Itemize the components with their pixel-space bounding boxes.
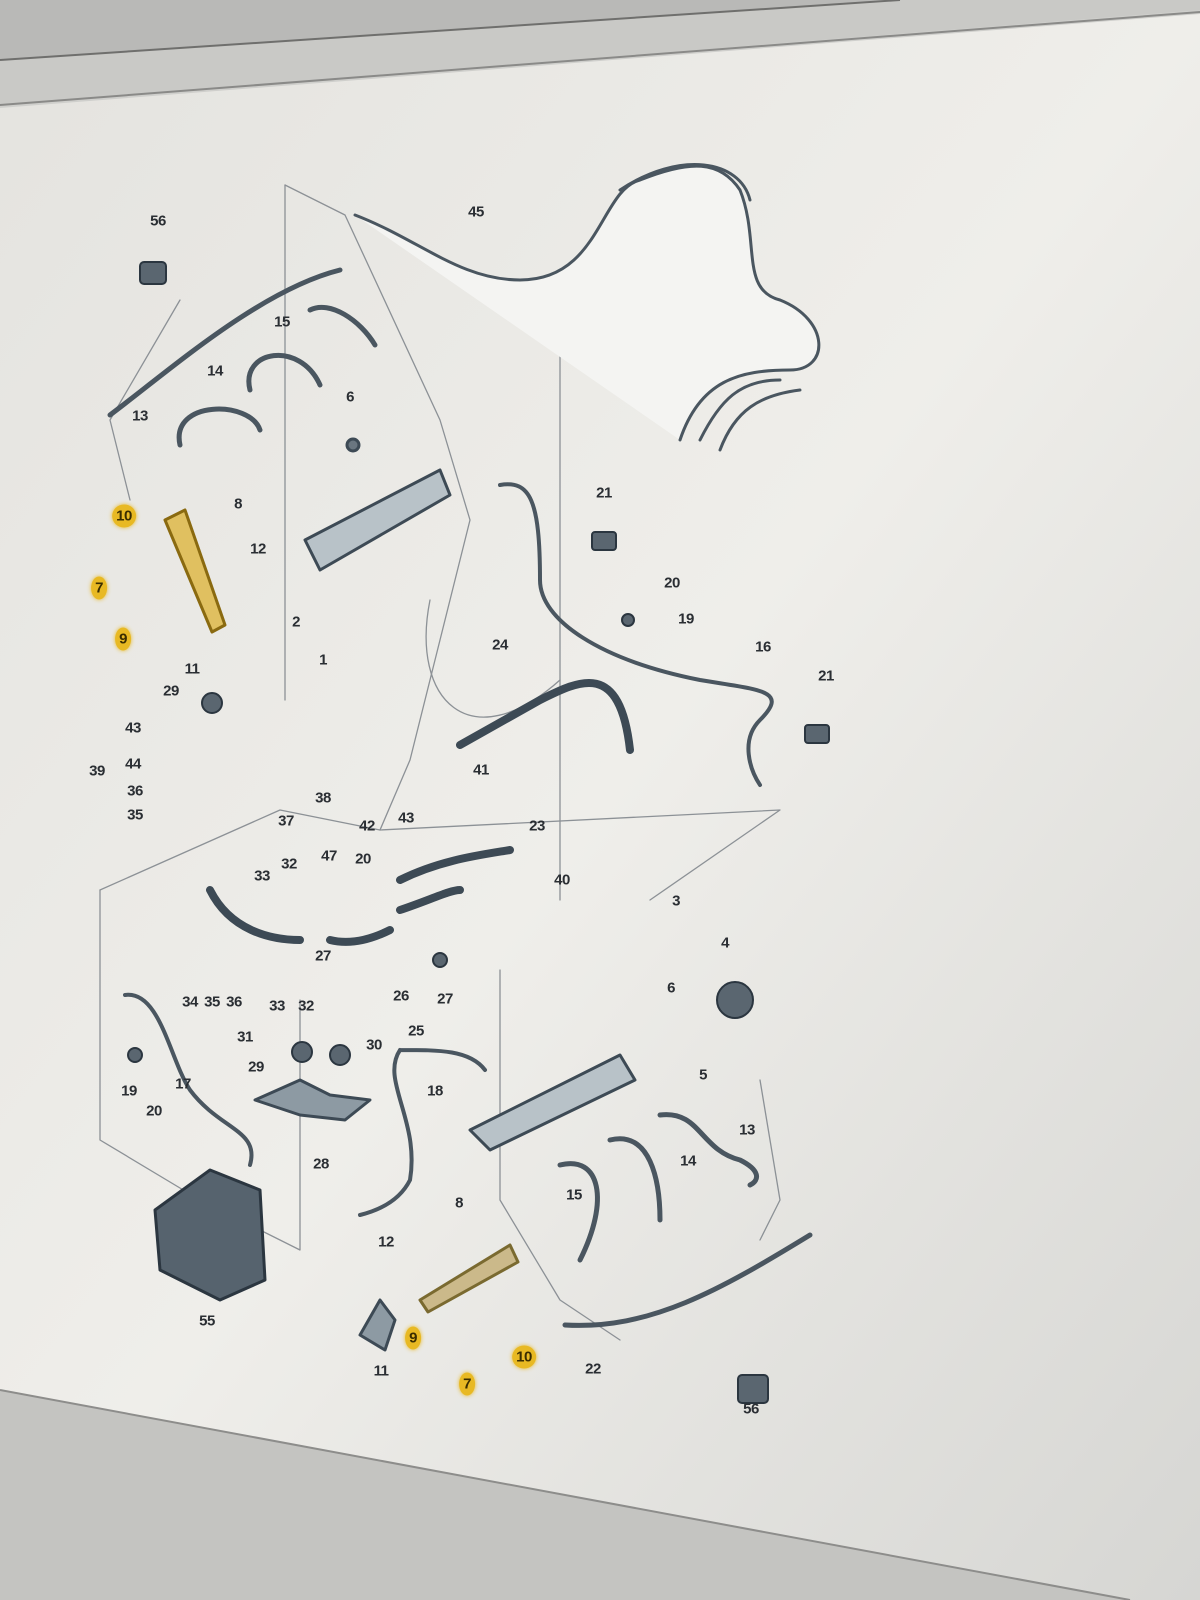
- callout-15: 15: [566, 1186, 582, 1204]
- callout-45: 45: [468, 203, 484, 221]
- callout-14: 14: [207, 362, 223, 380]
- fuel-hose-45: [353, 163, 821, 452]
- callout-33: 33: [269, 997, 285, 1015]
- callout-42: 42: [359, 817, 375, 835]
- callout-24: 24: [492, 636, 508, 654]
- callout-20: 20: [664, 574, 680, 592]
- callout-21: 21: [818, 667, 834, 685]
- callout-38: 38: [315, 789, 331, 807]
- callout-18: 18: [427, 1082, 443, 1100]
- callout-2: 2: [292, 613, 300, 631]
- callout-11: 11: [184, 660, 200, 678]
- callout-41: 41: [473, 761, 489, 779]
- callout-43: 43: [125, 719, 141, 737]
- bracket-28: [253, 1078, 372, 1122]
- high-pressure-pump-55: [153, 1168, 267, 1302]
- callout-3: 3: [672, 892, 680, 910]
- callout-9-highlighted: 9: [405, 1326, 421, 1350]
- callout-4: 4: [721, 934, 729, 952]
- callout-1: 1: [319, 651, 327, 669]
- callout-28: 28: [313, 1155, 329, 1173]
- callout-56: 56: [150, 212, 166, 230]
- middle-hoses: [206, 678, 634, 946]
- callout-12: 12: [378, 1233, 394, 1251]
- callout-6: 6: [346, 388, 354, 406]
- callout-33: 33: [254, 867, 270, 885]
- callout-14: 14: [680, 1152, 696, 1170]
- fuel-rail-top: [303, 437, 452, 572]
- high-pressure-line-16: [498, 482, 774, 787]
- pressure-lines-bottom: [557, 1112, 759, 1263]
- callout-47: 47: [321, 847, 337, 865]
- callout-43: 43: [398, 809, 414, 827]
- callout-7-highlighted: 7: [91, 576, 107, 600]
- callout-32: 32: [281, 855, 297, 873]
- callout-35: 35: [204, 993, 220, 1011]
- bracket-11: [358, 1298, 397, 1352]
- injector-top: [163, 508, 227, 634]
- callout-8: 8: [234, 495, 242, 513]
- screen-top-bar: [0, 0, 1200, 105]
- callout-25: 25: [408, 1022, 424, 1040]
- callout-29: 29: [248, 1058, 264, 1076]
- callout-35: 35: [127, 806, 143, 824]
- callout-22: 22: [585, 1360, 601, 1378]
- callout-27: 27: [437, 990, 453, 1008]
- injector-bottom: [418, 1243, 520, 1314]
- leak-off-line-top: [107, 267, 378, 448]
- small-parts: [127, 261, 830, 1404]
- callout-56: 56: [743, 1400, 759, 1418]
- callout-31: 31: [237, 1028, 253, 1046]
- callout-39: 39: [89, 762, 105, 780]
- guide-lines: [99, 184, 781, 1341]
- callout-13: 13: [739, 1121, 755, 1139]
- callout-20: 20: [355, 850, 371, 868]
- callout-12: 12: [250, 540, 266, 558]
- callout-10-highlighted: 10: [112, 504, 136, 528]
- callout-5: 5: [699, 1066, 707, 1084]
- callout-37: 37: [278, 812, 294, 830]
- callout-11: 11: [373, 1362, 389, 1380]
- callout-6: 6: [667, 979, 675, 997]
- callout-8: 8: [455, 1194, 463, 1212]
- leak-off-line-22: [562, 1232, 813, 1328]
- callout-55: 55: [199, 1312, 215, 1330]
- callout-19: 19: [121, 1082, 137, 1100]
- callout-30: 30: [366, 1036, 382, 1054]
- callout-36: 36: [226, 993, 242, 1011]
- callout-19: 19: [678, 610, 694, 628]
- callout-9-highlighted: 9: [115, 627, 131, 651]
- fuel-rail-bottom: [468, 1053, 637, 1152]
- callout-16: 16: [755, 638, 771, 656]
- callout-27: 27: [315, 947, 331, 965]
- callout-15: 15: [274, 313, 290, 331]
- callout-13: 13: [132, 407, 148, 425]
- callout-21: 21: [596, 484, 612, 502]
- callout-29: 29: [163, 682, 179, 700]
- callout-20: 20: [146, 1102, 162, 1120]
- callout-7-highlighted: 7: [459, 1372, 475, 1396]
- callout-17: 17: [175, 1075, 191, 1093]
- callout-36: 36: [127, 782, 143, 800]
- fuel-lines-17-18: [123, 992, 487, 1217]
- callout-40: 40: [554, 871, 570, 889]
- callout-34: 34: [182, 993, 198, 1011]
- callout-26: 26: [393, 987, 409, 1005]
- callout-10-highlighted: 10: [512, 1345, 536, 1369]
- callout-44: 44: [125, 755, 141, 773]
- callout-23: 23: [529, 817, 545, 835]
- callout-32: 32: [298, 997, 314, 1015]
